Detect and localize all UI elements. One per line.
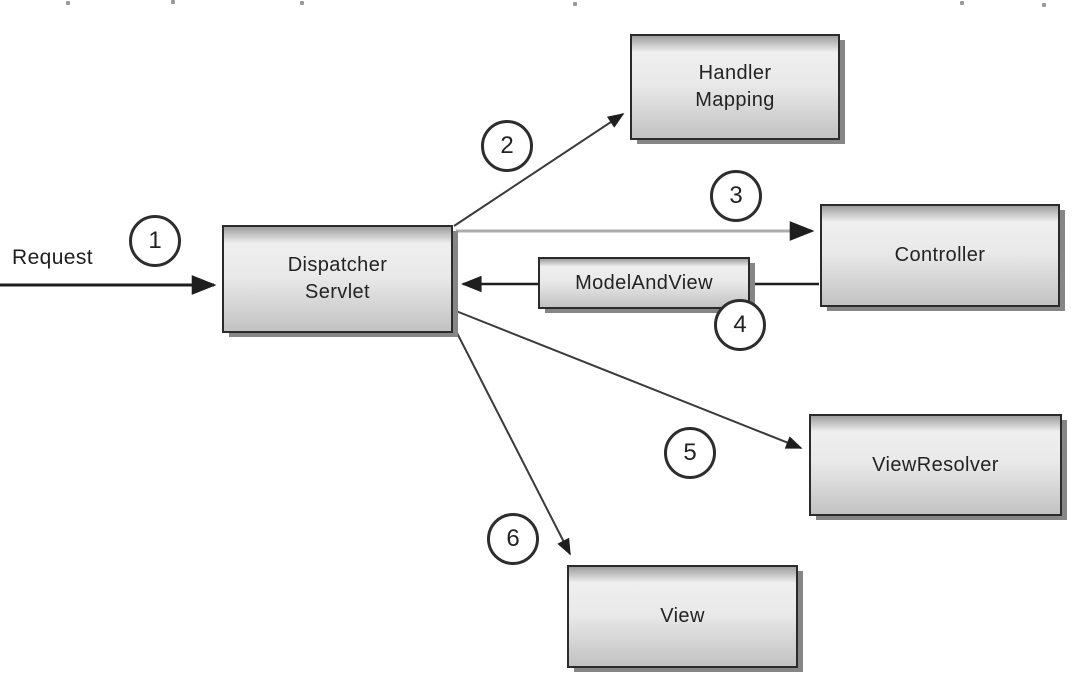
node-view: View [567,565,798,668]
step-circle-5: 5 [664,427,716,479]
step-number-1: 1 [148,227,162,254]
node-view-resolver: ViewResolver [809,414,1062,516]
scan-artifact [1042,3,1046,7]
node-model-and-view: ModelAndView [538,257,750,309]
scan-artifact [300,1,304,5]
step-number-5: 5 [683,439,697,466]
node-controller: Controller [820,204,1060,307]
scan-artifact [171,0,175,4]
step-circle-2: 2 [481,120,533,172]
step-number-6: 6 [506,525,520,552]
request-label: Request [12,246,94,269]
node-view-resolver-label: ViewResolver [872,453,999,476]
step-circle-4: 4 [714,299,766,351]
scan-artifact [960,1,964,5]
node-dispatcher-servlet-label-line2: Servlet [304,281,371,303]
step-circle-3: 3 [710,170,762,222]
node-dispatcher-servlet: Dispatcher Servlet [222,225,453,333]
step-number-3: 3 [729,182,743,209]
node-handler-mapping: Handler Mapping [630,34,840,140]
node-handler-mapping-label-line2: Mapping [695,89,775,111]
arrow-5-dispatcher-to-viewresolver [455,310,803,449]
node-controller-label: Controller [894,244,986,266]
step-number-2: 2 [500,132,514,159]
node-view-label: View [660,605,705,627]
arrow-6-dispatcher-to-view [455,330,571,556]
scan-artifact [573,2,577,6]
step-circle-1: 1 [129,215,181,267]
node-model-and-view-label: ModelAndView [575,271,713,294]
node-dispatcher-servlet-label-line1: Dispatcher [287,254,388,276]
scan-artifact [66,1,70,5]
step-circle-6: 6 [487,513,539,565]
arrow-2-dispatcher-to-handler-mapping [453,113,625,227]
node-handler-mapping-label-line1: Handler [698,62,772,84]
step-number-4: 4 [733,311,747,338]
